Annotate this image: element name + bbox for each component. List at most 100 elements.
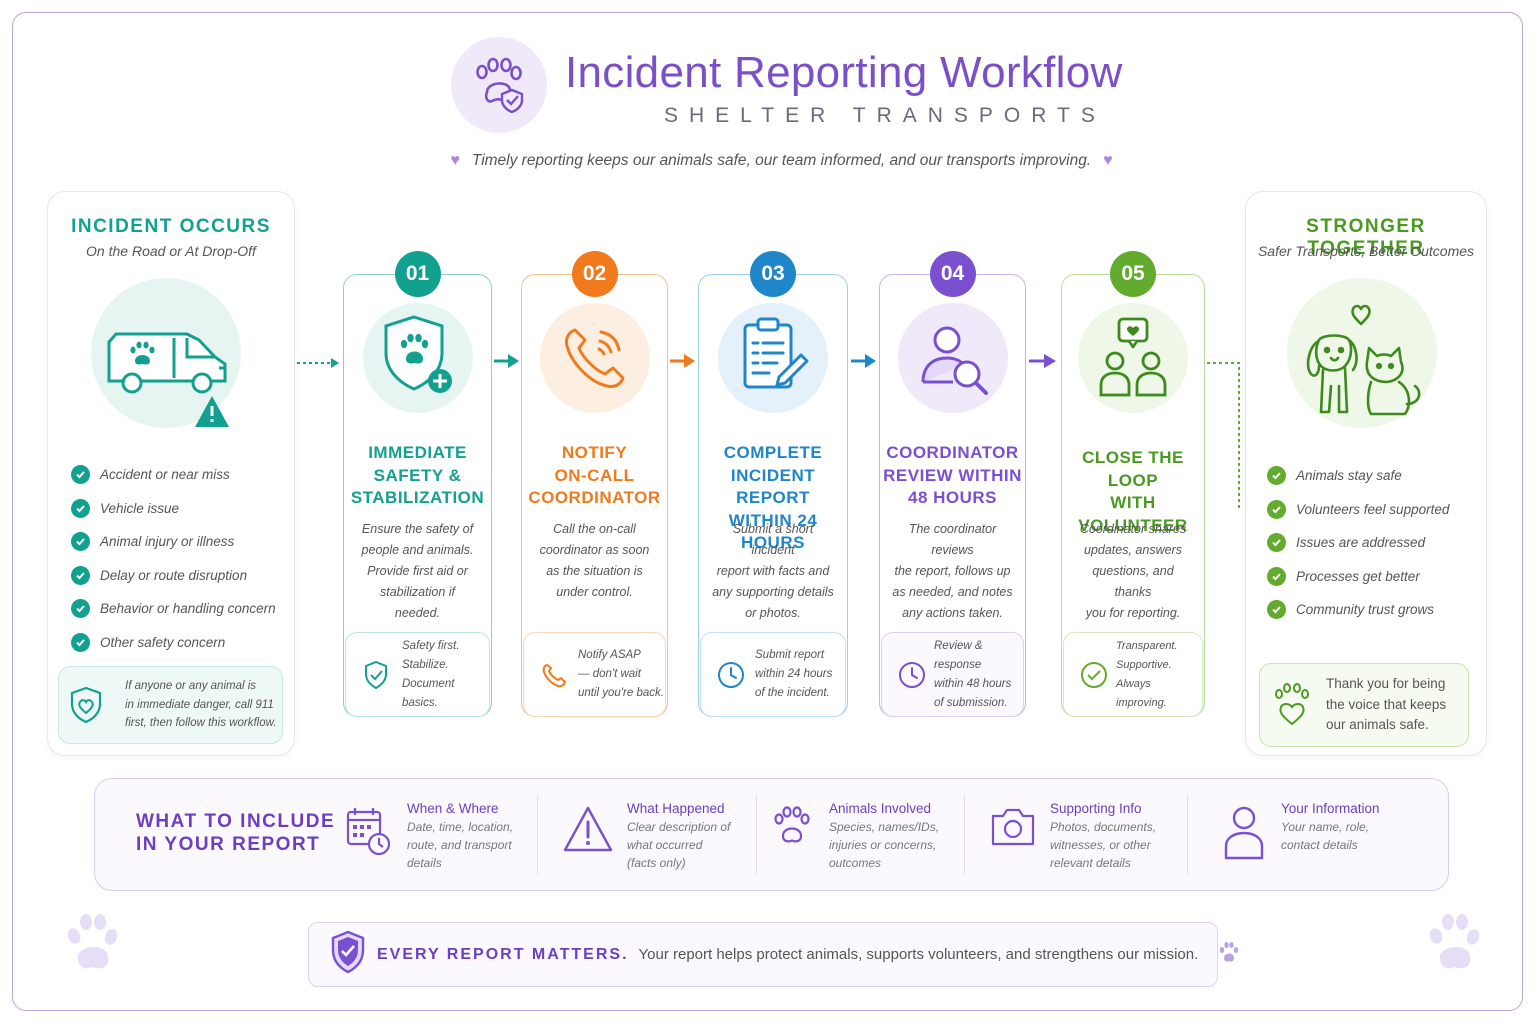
page-subtitle: SHELTER TRANSPORTS	[664, 104, 1106, 127]
arrow-icon	[1029, 354, 1056, 368]
step-footer: Submit report within 24 hours of the inc…	[700, 632, 846, 717]
check-icon	[71, 565, 90, 585]
tagline: ♥Timely reporting keeps our animals safe…	[450, 152, 1113, 169]
stronger-together-panel: STRONGER TOGETHER Safer Transports, Bett…	[1245, 191, 1487, 756]
divider	[537, 795, 538, 875]
list-item: Delay or route disruption	[71, 559, 276, 593]
emergency-note: If anyone or any animal is in immediate …	[58, 666, 283, 744]
person-icon	[1217, 801, 1271, 860]
shield-check-icon	[331, 930, 365, 979]
step-description: Submit a short incident report with fact…	[712, 522, 834, 620]
people-chat-heart-icon	[1078, 303, 1188, 413]
include-item-supporting-info: Supporting Info Photos, documents, witne…	[986, 801, 1156, 872]
panel-title: INCIDENT OCCURS	[71, 216, 271, 237]
banner-text: Your report helps protect animals, suppo…	[638, 946, 1199, 963]
check-circle-icon	[1074, 660, 1114, 690]
step-4-card: 04 COORDINATOR REVIEW WITHIN 48 HOURS Th…	[879, 251, 1026, 717]
check-icon	[71, 498, 90, 518]
check-icon	[1267, 499, 1286, 519]
step-3-card: 03 COMPLETE INCIDENT REPORT WITHIN 24 HO…	[698, 251, 848, 717]
check-icon	[1267, 600, 1286, 620]
shield-paw-plus-icon	[362, 303, 473, 413]
step-description: Coordinator shares updates, answers ques…	[1079, 522, 1187, 620]
list-item: Issues are addressed	[1267, 526, 1449, 560]
panel-title: STRONGER TOGETHER	[1306, 216, 1426, 259]
paw-icon	[765, 801, 819, 872]
step-number: 03	[750, 251, 796, 297]
include-item-animals-involved: Animals Involved Species, names/IDs, inj…	[765, 801, 939, 872]
clock-icon	[892, 660, 932, 690]
divider	[964, 795, 965, 875]
step-footer: Safety first. Stabilize. Document basics…	[345, 632, 490, 717]
incident-type-list: Accident or near miss Vehicle issue Anim…	[71, 458, 276, 659]
heart-icon: ♥	[1103, 152, 1113, 169]
list-item: Vehicle issue	[71, 492, 276, 526]
list-item: Accident or near miss	[71, 458, 276, 492]
list-item: Behavior or handling concern	[71, 592, 276, 626]
list-item: Animal injury or illness	[71, 525, 276, 559]
paw-heart-icon	[1260, 682, 1326, 728]
list-item: Other safety concern	[71, 626, 276, 660]
what-to-include-section: WHAT TO INCLUDE IN YOUR REPORT When & Wh…	[94, 778, 1449, 891]
dotted-connector	[1207, 362, 1240, 510]
calendar-clock-icon	[341, 801, 395, 872]
arrow-icon	[851, 354, 876, 368]
paw-icon	[1218, 941, 1240, 968]
heart-icon: ♥	[450, 152, 460, 169]
step-number: 04	[929, 251, 976, 297]
list-item: Volunteers feel supported	[1267, 493, 1449, 527]
step-5-card: 05 CLOSE THE LOOP WITH VOLUNTEER Coordin…	[1061, 251, 1205, 717]
step-number: 05	[1110, 251, 1156, 297]
check-icon	[1267, 466, 1286, 486]
paw-icon	[1428, 912, 1480, 977]
every-report-matters-banner: EVERY REPORT MATTERS. Your report helps …	[308, 922, 1239, 987]
step-description: Ensure the safety of people and animals.…	[361, 522, 474, 620]
divider	[1187, 795, 1188, 875]
list-item: Processes get better	[1267, 560, 1449, 594]
section-title: WHAT TO INCLUDE IN YOUR REPORT	[136, 811, 336, 855]
include-item-when-where: When & Where Date, time, location, route…	[341, 801, 513, 872]
phone-icon	[534, 661, 574, 689]
clipboard-pencil-icon	[718, 303, 828, 413]
include-item-your-information: Your Information Your name, role, contac…	[1217, 801, 1380, 860]
step-title: COMPLETE INCIDENT REPORT WITHIN 24 HOURS	[723, 443, 823, 552]
person-magnifier-icon	[897, 303, 1008, 413]
warning-icon	[561, 801, 615, 872]
van-alert-icon	[91, 278, 241, 428]
step-title: NOTIFY ON-CALL COORDINATOR	[528, 443, 661, 507]
check-icon	[71, 465, 90, 485]
paw-shield-icon	[476, 57, 524, 114]
list-item: Animals stay safe	[1267, 459, 1449, 493]
check-icon	[1267, 566, 1286, 586]
dotted-arrow	[297, 358, 339, 368]
camera-icon	[986, 801, 1040, 872]
step-1-card: 01 IMMEDIATE SAFETY & STABILIZATION Ensu…	[343, 251, 492, 717]
step-footer: Notify ASAP — don't wait until you're ba…	[523, 632, 666, 717]
step-footer: Transparent. Supportive. Always improvin…	[1063, 632, 1203, 717]
banner-heading: EVERY REPORT MATTERS.	[377, 945, 629, 963]
step-footer: Review & response within 48 hours of sub…	[881, 632, 1024, 717]
logo	[451, 37, 547, 133]
step-description: The coordinator reviews the report, foll…	[892, 522, 1013, 620]
phone-ringing-icon	[539, 303, 650, 413]
check-icon	[1267, 533, 1286, 553]
include-item-what-happened: What Happened Clear description of what …	[561, 801, 730, 872]
step-title: COORDINATOR REVIEW WITHIN 48 HOURS	[883, 443, 1022, 507]
panel-subtitle: On the Road or At Drop-Off	[86, 243, 256, 259]
outcomes-list: Animals stay safe Volunteers feel suppor…	[1267, 459, 1449, 627]
list-item: Community trust grows	[1267, 593, 1449, 627]
step-number: 02	[571, 251, 618, 297]
step-2-card: 02 NOTIFY ON-CALL COORDINATOR Call the o…	[521, 251, 668, 717]
shield-heart-icon	[59, 686, 113, 724]
check-icon	[71, 632, 90, 652]
clock-icon	[711, 660, 751, 690]
step-description: Call the on-call coordinator as soon as …	[539, 522, 650, 599]
step-number: 01	[394, 251, 441, 297]
shield-check-icon	[356, 660, 396, 690]
page-title: Incident Reporting Workflow	[565, 48, 1123, 97]
paw-icon	[66, 912, 118, 977]
step-title: IMMEDIATE SAFETY & STABILIZATION	[350, 443, 485, 507]
panel-subtitle: Safer Transports, Better Outcomes	[1257, 243, 1475, 259]
incident-occurs-panel: INCIDENT OCCURS On the Road or At Drop-O…	[47, 191, 295, 756]
arrow-icon	[670, 354, 695, 368]
